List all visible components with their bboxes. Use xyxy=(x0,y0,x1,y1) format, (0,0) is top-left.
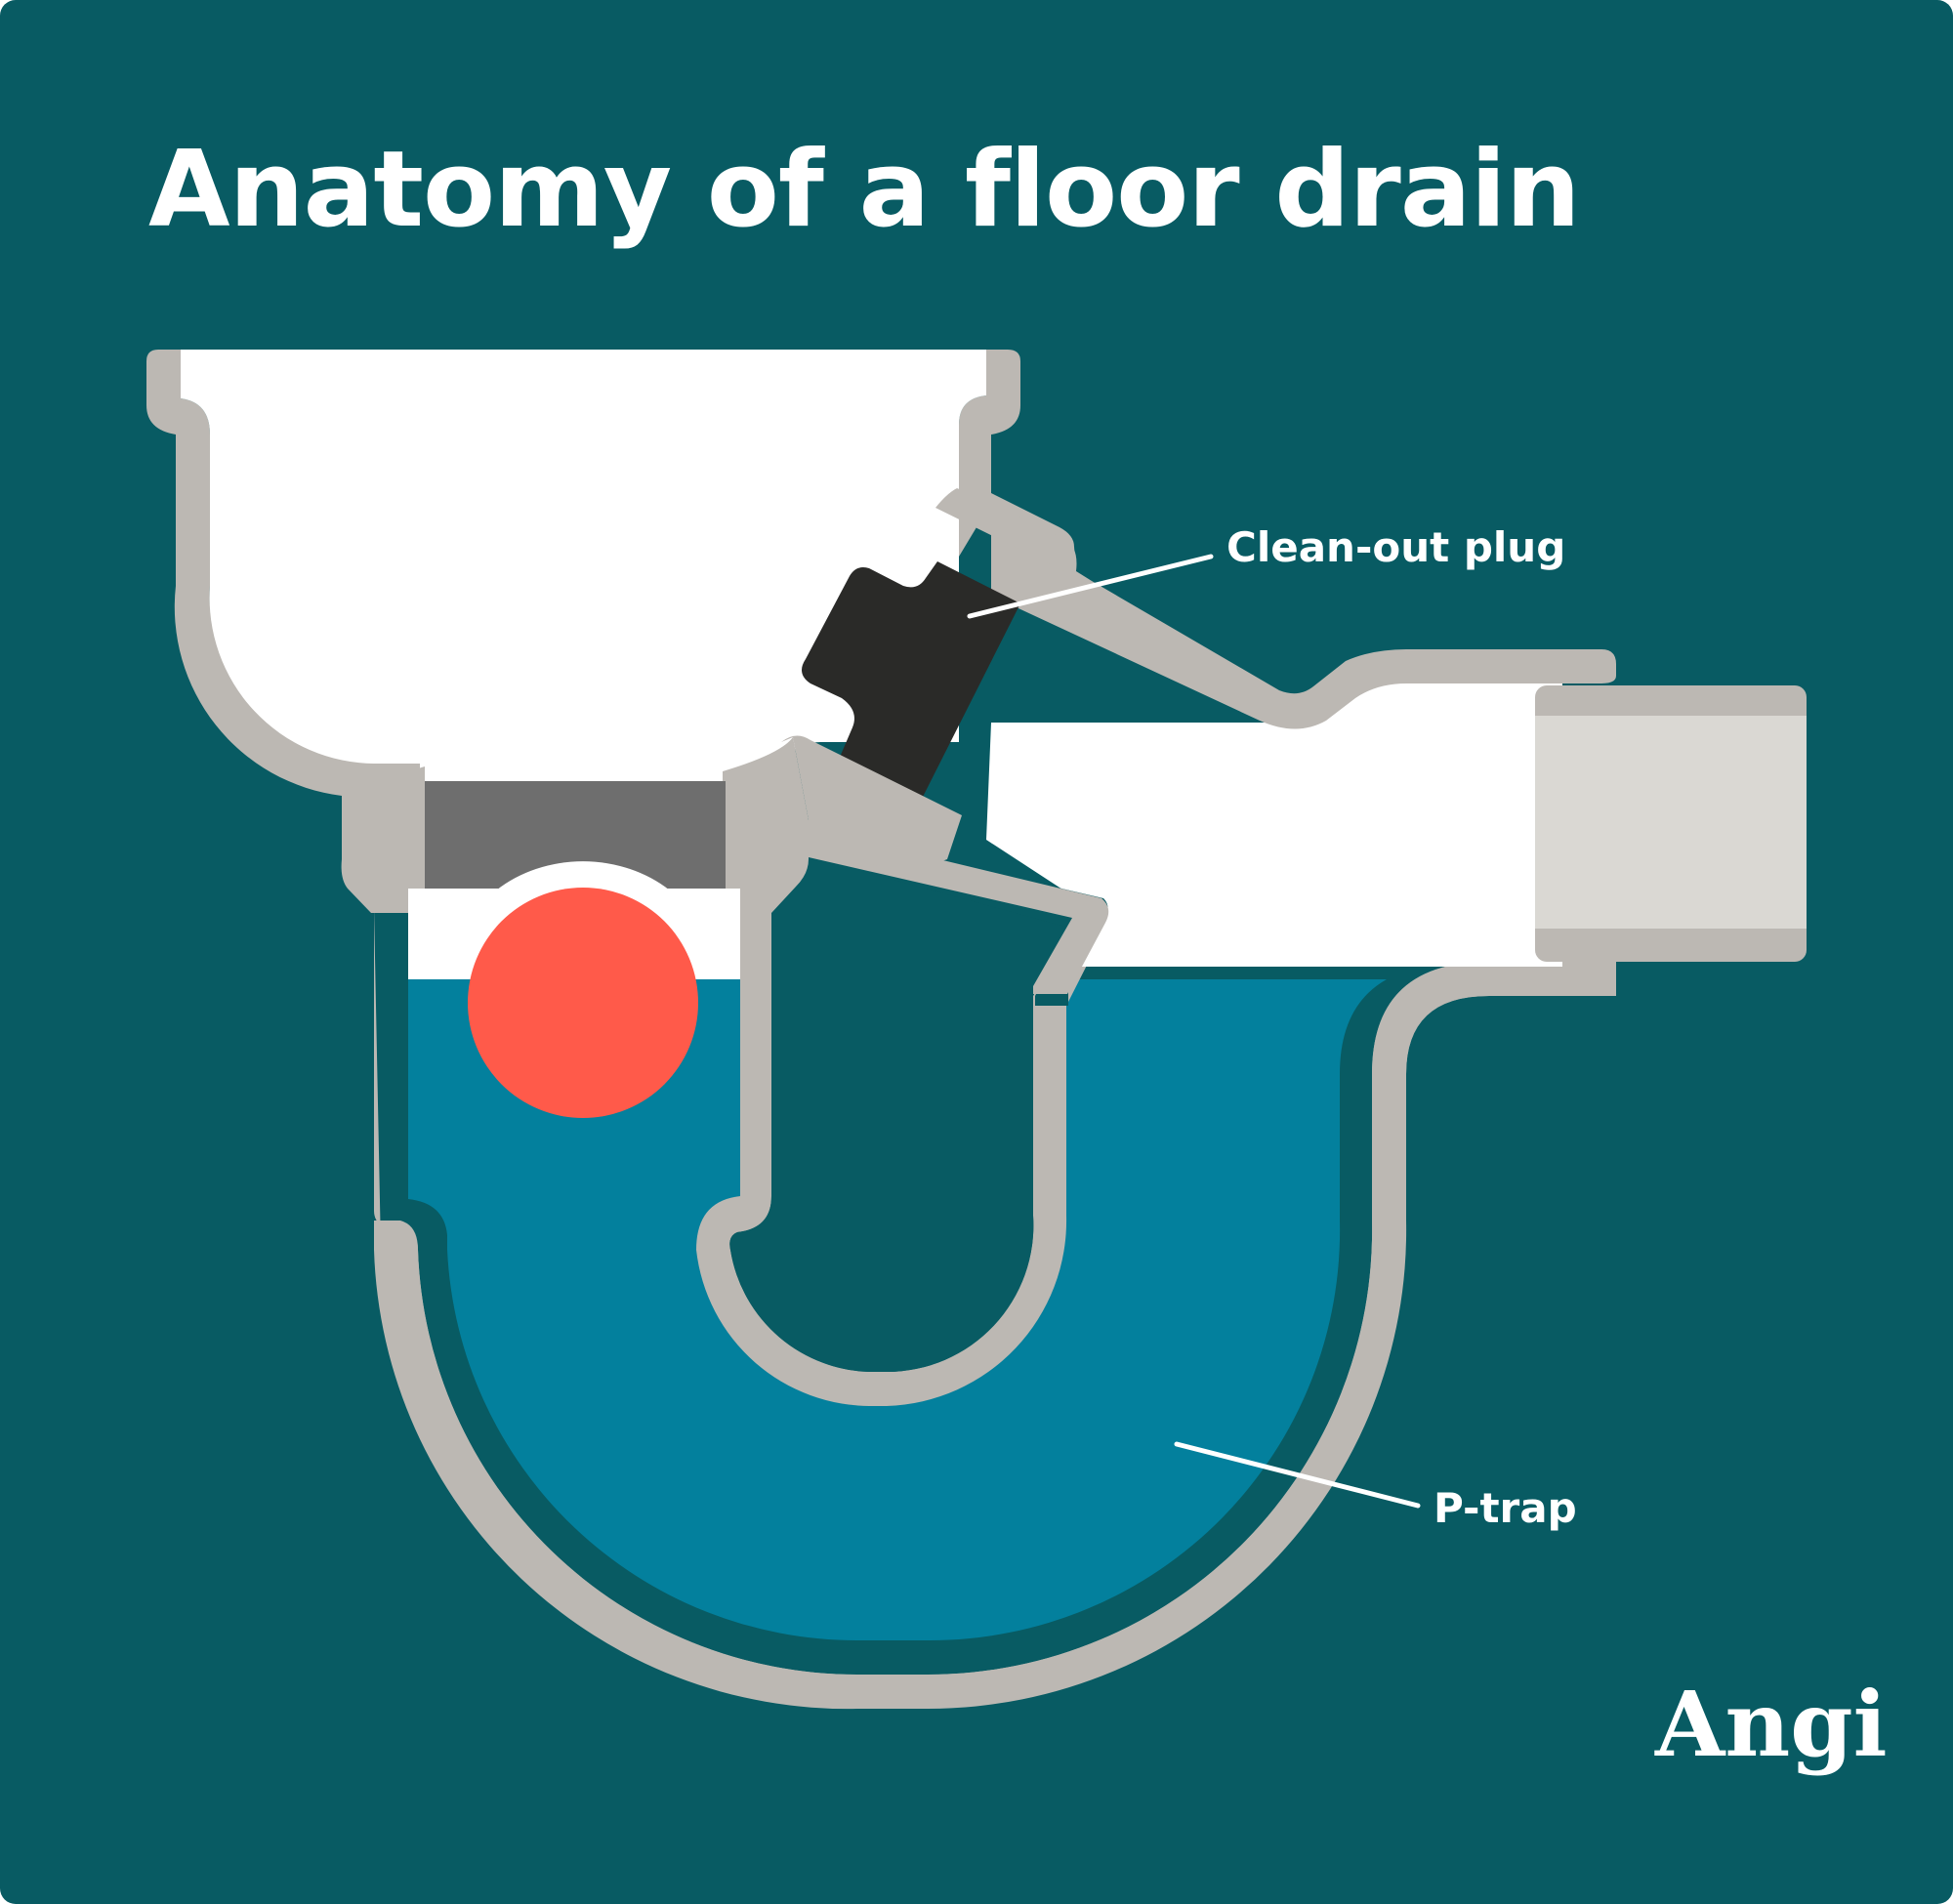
strainer-collar-right xyxy=(723,737,809,913)
p-trap-label: P-trap xyxy=(1434,1484,1577,1532)
outlet-pipe-interior xyxy=(986,674,1562,967)
p-trap-outer-shell xyxy=(374,908,1616,1710)
drain-bowl-interior xyxy=(181,350,986,781)
trap-water xyxy=(408,979,1387,1641)
page-title: Anatomy of a floor drain xyxy=(148,129,1581,251)
outlet-coupling-inner xyxy=(1535,716,1807,929)
svg-text:Angi: Angi xyxy=(1654,1672,1888,1777)
cleanout-plug-label: Clean-out plug xyxy=(1226,523,1566,571)
outlet-pipe-lower-edge xyxy=(809,828,1109,994)
outlet-pipe-wall-top xyxy=(991,493,1616,729)
strainer-arch xyxy=(496,861,670,890)
float-ball xyxy=(468,888,698,1118)
angi-logo: Angi xyxy=(1654,1672,1888,1777)
cleanout-housing xyxy=(935,488,1077,576)
strainer-collar-left xyxy=(341,766,425,913)
inner-bend-interior xyxy=(729,830,1068,1373)
cleanout-leader-line xyxy=(967,554,1214,619)
cleanout-plug xyxy=(802,561,1020,803)
ptrap-leader-line xyxy=(1174,1441,1421,1509)
cleanout-lower-seal xyxy=(781,735,962,875)
